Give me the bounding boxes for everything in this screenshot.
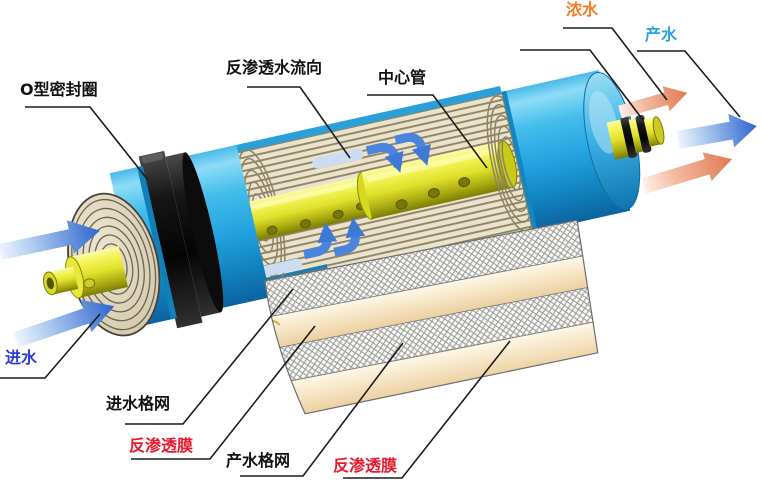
- leader-line-concentrate: [563, 27, 668, 101]
- leader-line-feed-mesh: [125, 288, 294, 425]
- label-feed-mesh: 进水格网: [106, 394, 171, 413]
- nozzle-o-ring: [635, 114, 652, 153]
- concentrate-arrow-lower: [641, 152, 732, 194]
- flow-arrow-into-tube: [365, 142, 404, 173]
- label-concentrate-water: 浓水: [566, 0, 599, 19]
- flow-arrow-shaft: [312, 148, 364, 169]
- leader-line-product: [637, 50, 741, 118]
- feed-arrow-upper: [0, 220, 100, 260]
- flow-arrow-into-tube: [333, 217, 366, 257]
- flow-arrows-top: [312, 132, 431, 173]
- label-feed-water: 进水: [5, 348, 38, 367]
- label-flow-direction: 反渗透水流向: [226, 58, 323, 77]
- center-tube-stub: [42, 246, 128, 299]
- label-product-water: 产水: [645, 25, 678, 44]
- label-ro-membrane-1: 反渗透膜: [129, 436, 194, 455]
- brine-seal-o-ring: [138, 150, 224, 329]
- permeate-nozzle: [606, 114, 665, 160]
- housing-right-section: [501, 70, 641, 233]
- flow-arrow-into-tube: [394, 132, 431, 166]
- housing-edge: [501, 90, 538, 233]
- label-o-ring-seal: O型密封圈: [20, 80, 98, 99]
- flow-arrow-into-tube: [303, 222, 338, 260]
- leader-line-product-mesh: [240, 342, 404, 477]
- membrane-layer-1: [267, 254, 595, 349]
- label-center-tube: 中心管: [378, 68, 427, 87]
- stub-bore: [46, 277, 54, 290]
- nozzle-o-ring: [620, 116, 638, 159]
- housing-left-section: [183, 144, 271, 309]
- label-ro-membrane-2: 反渗透膜: [333, 456, 398, 475]
- center-tube: [241, 140, 518, 243]
- leaf-outline: [264, 219, 599, 415]
- feed-arrow-lower: [13, 299, 115, 348]
- stub-nub: [83, 278, 96, 289]
- leader-line-center-tube: [367, 94, 488, 169]
- feed-mesh-layer: [264, 220, 588, 318]
- label-product-mesh: 产水格网: [226, 451, 291, 470]
- leader-line-membrane-1: [131, 325, 316, 460]
- membrane-leaf-stack: [264, 219, 604, 417]
- leader-line-outlet: [520, 49, 644, 121]
- leader-line-flow-direction: [247, 86, 351, 159]
- membrane-layer-2: [280, 320, 604, 417]
- product-arrow: [676, 113, 757, 149]
- membrane-element: [42, 70, 665, 337]
- leader-line-feed: [0, 313, 101, 379]
- leader-line-membrane-2: [343, 340, 511, 479]
- product-mesh-layer: [274, 286, 601, 383]
- leader-lines: [0, 27, 741, 479]
- leader-line-o-ring: [25, 106, 149, 181]
